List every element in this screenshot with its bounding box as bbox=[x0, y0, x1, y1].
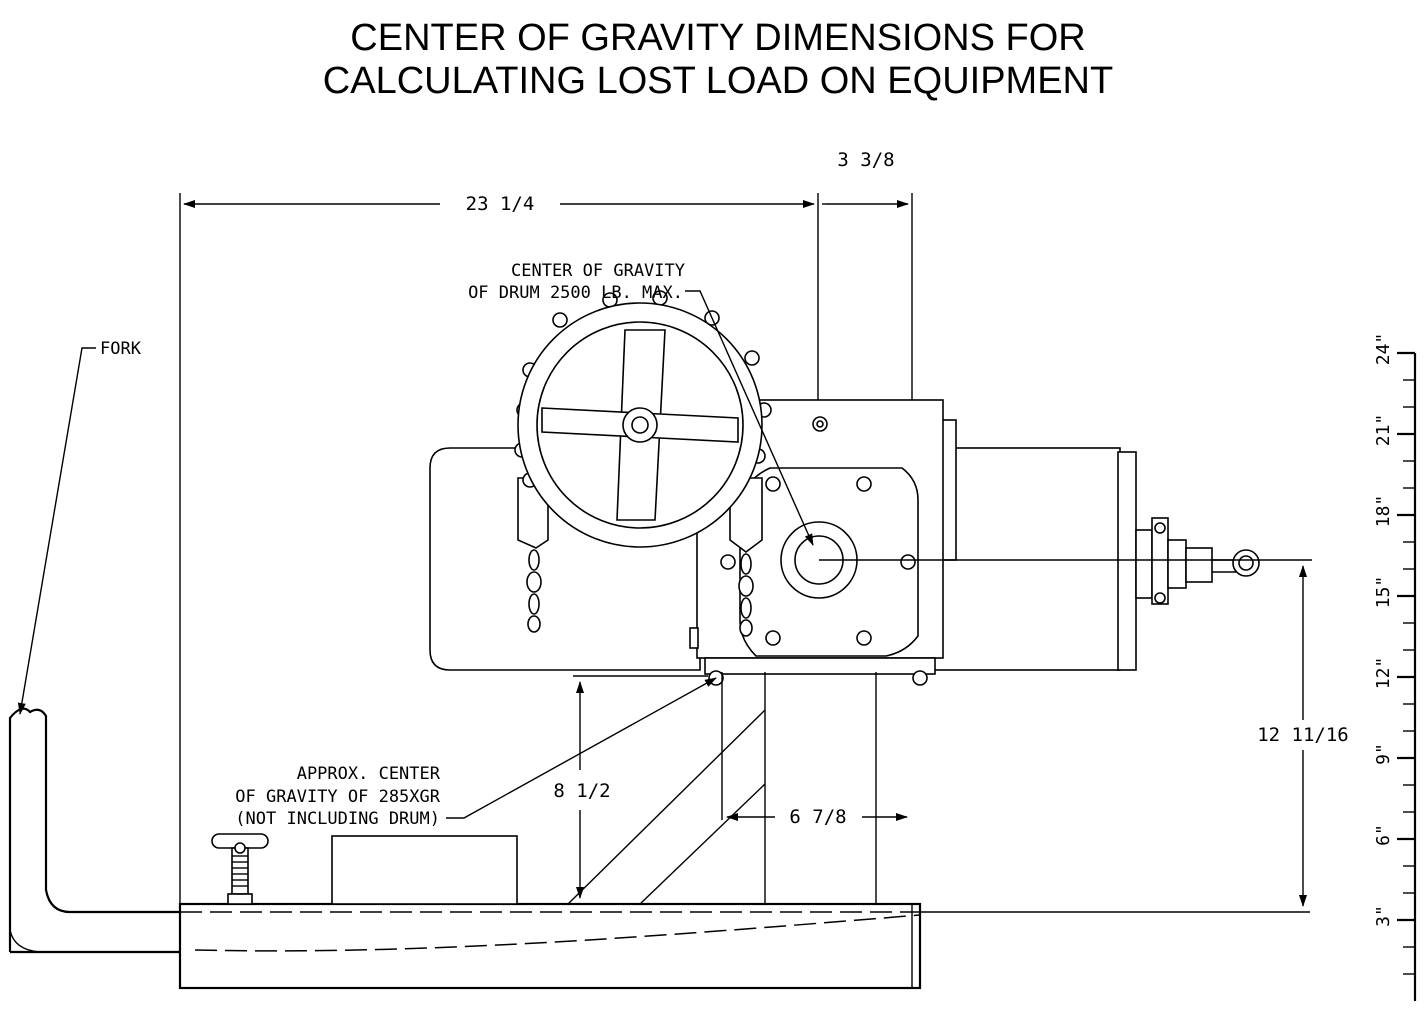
dim-drum-offset: 3 3/8 bbox=[837, 149, 894, 171]
drum-cg-label-line2: OF DRUM 2500 LB. MAX. bbox=[468, 283, 683, 303]
drum-cg-label-line1: CENTER OF GRAVITY bbox=[511, 261, 685, 281]
dim-cg-horizontal: 6 7/8 bbox=[789, 806, 846, 828]
fork-label: FORK bbox=[100, 339, 142, 359]
support-legs bbox=[567, 672, 877, 905]
dim-drum-cg-height: 12 11/16 bbox=[1257, 724, 1349, 746]
unit-cg-label-line2: OF GRAVITY OF 285XGR bbox=[235, 787, 440, 807]
ruler-label: 15" bbox=[1373, 576, 1394, 609]
dim-overall-width: 23 1/4 bbox=[466, 193, 535, 215]
base-block bbox=[331, 835, 518, 905]
unit-cg-label-line3: (NOT INCLUDING DRUM) bbox=[235, 809, 440, 829]
right-motor bbox=[929, 419, 1260, 671]
ruler-label: 18" bbox=[1373, 495, 1394, 528]
fork bbox=[8, 707, 180, 954]
ruler-label: 21" bbox=[1373, 414, 1394, 447]
t-handle-bolt bbox=[211, 833, 269, 905]
ruler-label: 12" bbox=[1373, 657, 1394, 690]
ruler-label: 6" bbox=[1373, 824, 1394, 846]
base-platform bbox=[178, 902, 1310, 990]
handwheel bbox=[514, 290, 772, 548]
ruler-label: 24" bbox=[1373, 333, 1394, 366]
dim-base-height: 8 1/2 bbox=[553, 780, 610, 802]
title-line-2: CALCULATING LOST LOAD ON EQUIPMENT bbox=[323, 60, 1113, 102]
unit-cg-label-line1: APPROX. CENTER bbox=[297, 764, 441, 784]
height-ruler: 3" 6" 9" 12" 15" 18" 21" 24" bbox=[1373, 333, 1417, 1001]
ruler-label: 9" bbox=[1373, 743, 1394, 765]
title-line-1: CENTER OF GRAVITY DIMENSIONS FOR bbox=[350, 17, 1085, 59]
ruler-label: 3" bbox=[1373, 905, 1394, 927]
